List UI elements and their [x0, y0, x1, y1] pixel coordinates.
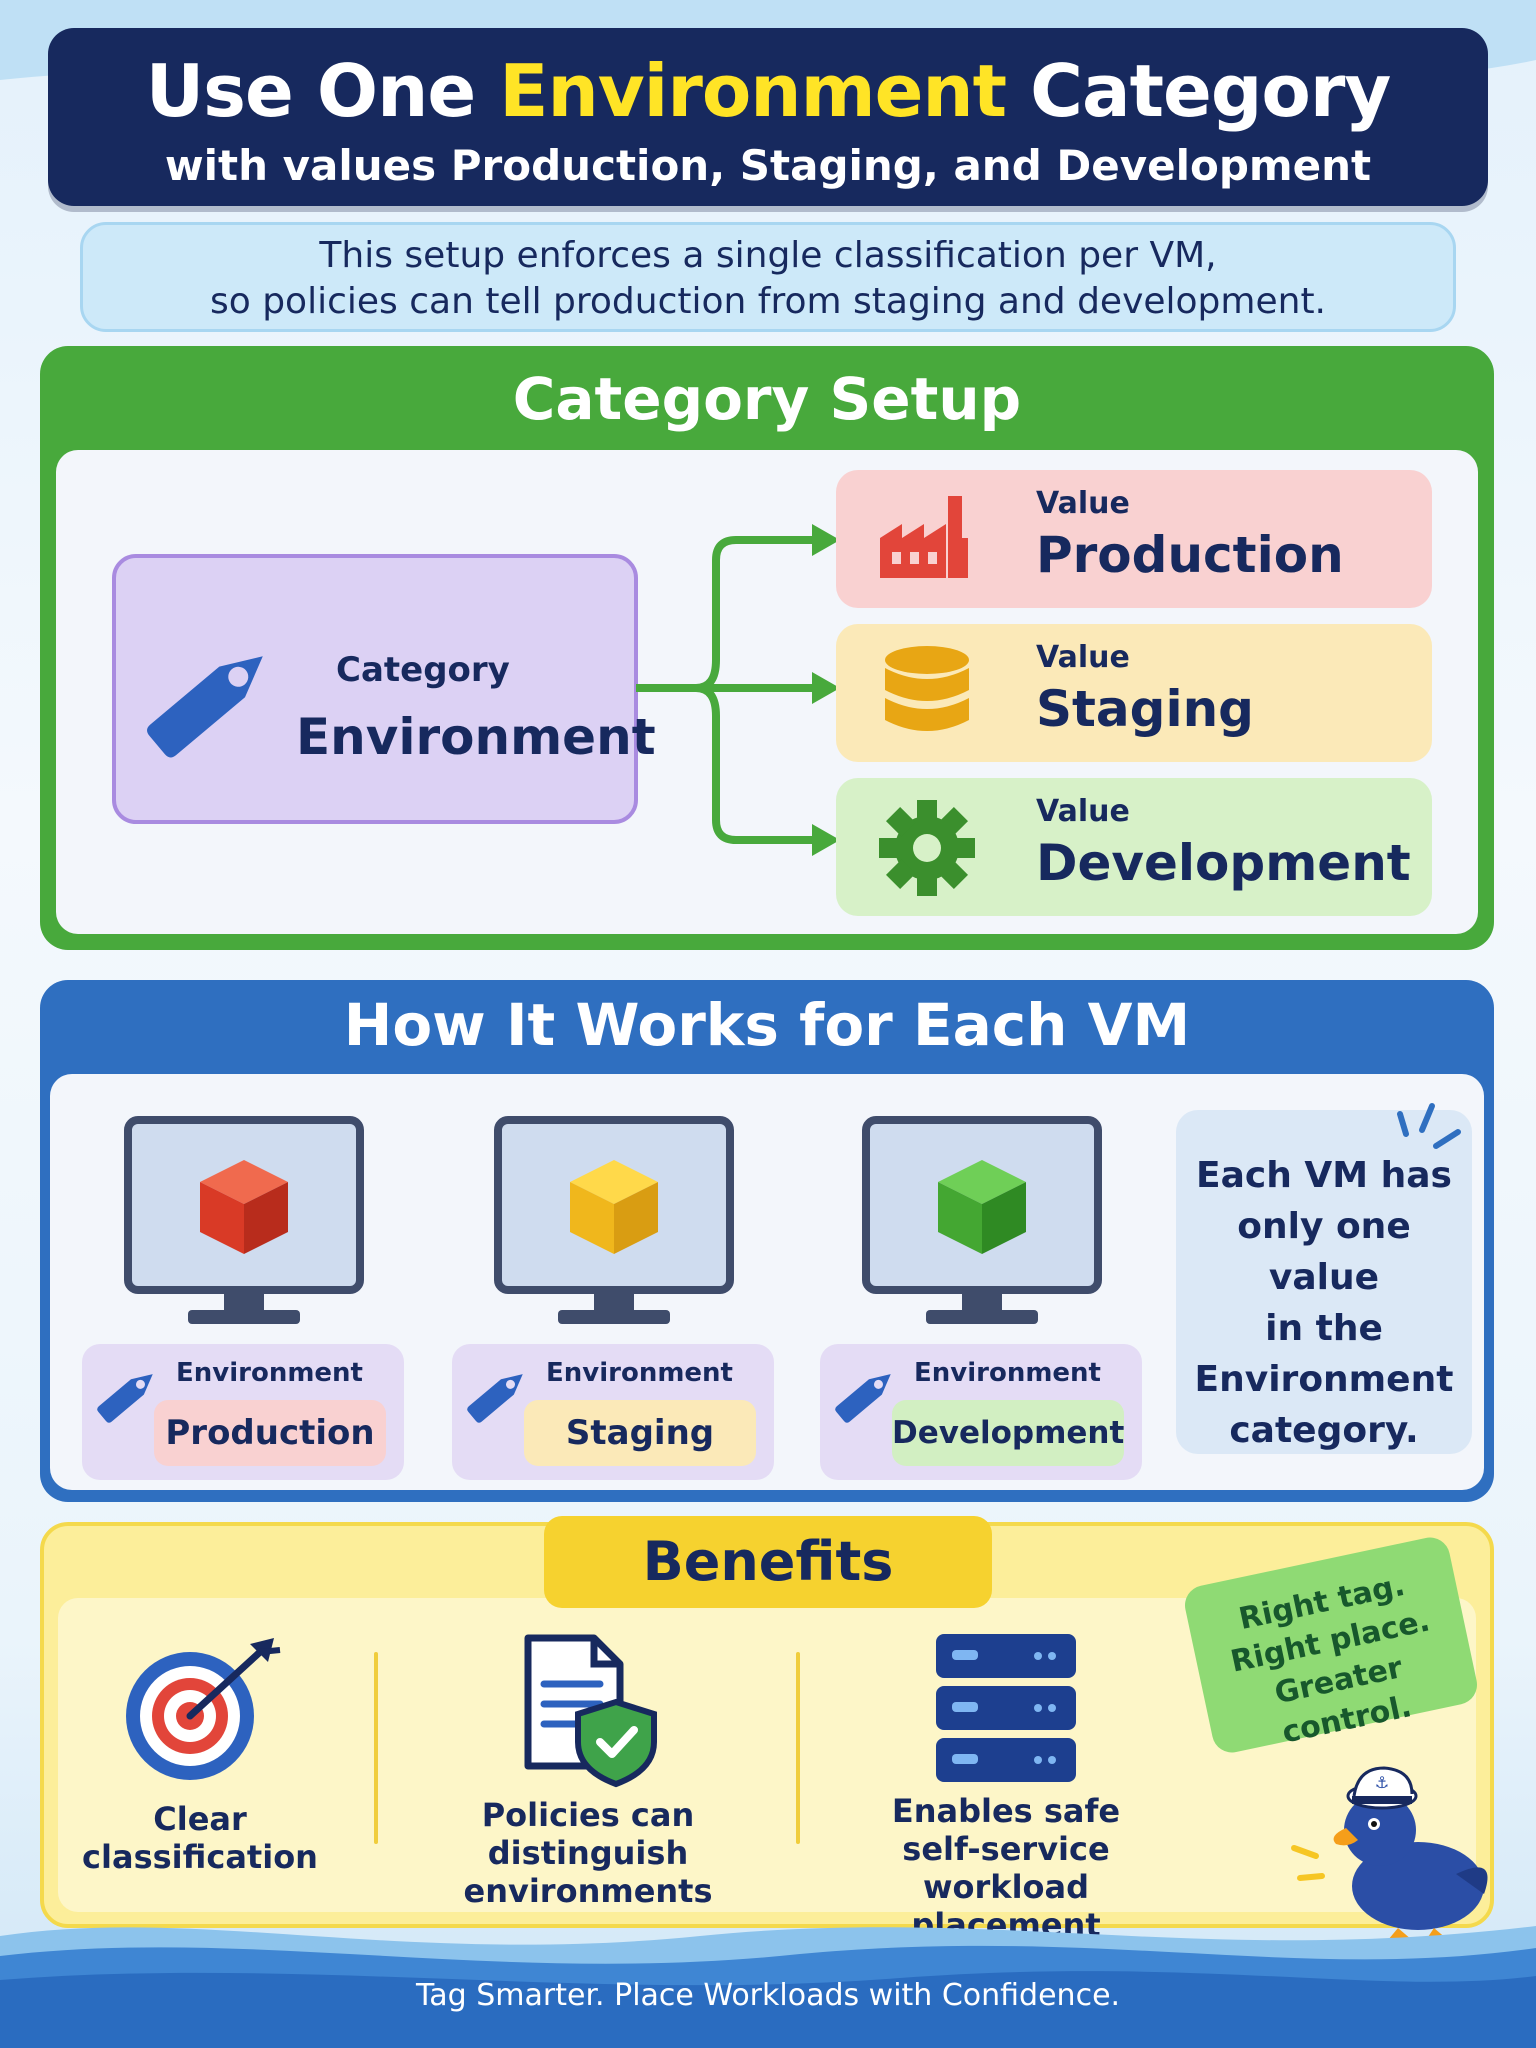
vm-tag-label: Environment: [914, 1358, 1101, 1388]
svg-text:⚓: ⚓: [1375, 1773, 1389, 1792]
vm-card-production: Environment Production: [82, 1116, 404, 1480]
value-name: Development: [1036, 834, 1411, 892]
page-title: Use One Environment Category: [145, 49, 1392, 133]
branch-arrows: [636, 524, 840, 856]
vm-tag-label: Environment: [176, 1358, 363, 1388]
vm-value-pill: Staging: [524, 1400, 756, 1466]
intro-line-2: so policies can tell production from sta…: [209, 281, 1327, 322]
title-banner: Use One Environment Category with values…: [48, 28, 1488, 206]
vm-tag: Environment Production: [82, 1344, 404, 1480]
category-name: Environment: [296, 708, 656, 766]
database-icon: [885, 646, 969, 731]
monitor-icon: [862, 1116, 1102, 1324]
value-card-production: Value Production: [836, 470, 1432, 608]
intro-box: This setup enforces a single classificat…: [80, 222, 1456, 332]
category-card: Category Environment: [112, 554, 656, 824]
vm-value-pill: Development: [892, 1400, 1124, 1466]
category-label: Category: [336, 650, 510, 690]
footer-wave-decoration: [0, 1926, 1536, 2048]
monitor-icon: [124, 1116, 364, 1324]
sparkle-icon: [1397, 1103, 1461, 1149]
value-card-staging: Value Staging: [836, 624, 1432, 762]
vm-tag-label: Environment: [546, 1358, 733, 1388]
how-it-works-heading: How It Works for Each VM: [343, 991, 1191, 1059]
benefit-divider: [374, 1652, 378, 1844]
single-value-note: Each VM has only one value in the Enviro…: [1176, 1110, 1472, 1454]
tag-icon: [97, 1374, 153, 1423]
value-label: Value: [1036, 794, 1130, 829]
value-name: Staging: [1036, 680, 1254, 738]
tag-icon: [147, 656, 263, 758]
value-card-development: Value Development: [836, 778, 1432, 916]
tag-icon: [467, 1374, 523, 1423]
policy-shield-icon: [524, 1634, 657, 1788]
vm-tag: Environment Staging: [452, 1344, 774, 1480]
vm-tag: Environment Development: [820, 1344, 1142, 1480]
category-setup-heading: Category Setup: [512, 365, 1022, 433]
factory-icon: [880, 496, 968, 578]
target-icon: [126, 1638, 281, 1780]
vm-value-pill: Production: [154, 1400, 386, 1466]
value-name: Production: [1036, 526, 1344, 584]
vm-card-development: Environment Development: [820, 1116, 1142, 1480]
server-icon: [936, 1634, 1076, 1782]
footer-tagline: Tag Smarter. Place Workloads with Confid…: [415, 1978, 1121, 2013]
value-label: Value: [1036, 486, 1130, 521]
title-highlight: Environment: [499, 49, 1007, 133]
benefit-divider: [796, 1652, 800, 1844]
page-subtitle: with values Production, Staging, and Dev…: [164, 141, 1372, 190]
value-label: Value: [1036, 640, 1130, 675]
vm-card-staging: Environment Staging: [452, 1116, 774, 1480]
intro-line-1: This setup enforces a single classificat…: [319, 235, 1217, 276]
benefits-heading: Benefits: [544, 1516, 992, 1608]
monitor-icon: [494, 1116, 734, 1324]
tag-icon: [835, 1374, 891, 1423]
gear-icon: [879, 800, 975, 896]
